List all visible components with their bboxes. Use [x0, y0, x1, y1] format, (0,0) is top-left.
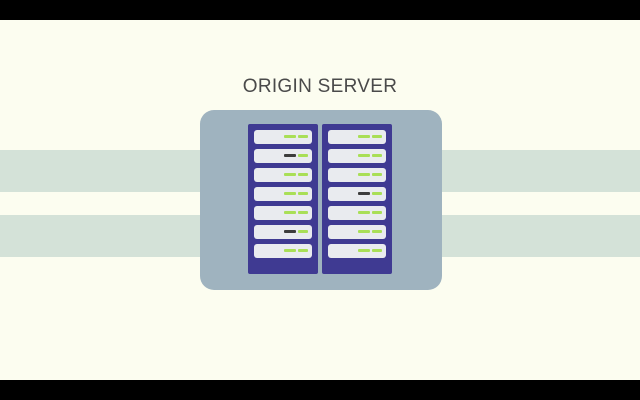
status-led-icon — [298, 173, 308, 176]
status-led-icon — [284, 173, 296, 176]
status-led-icon — [298, 135, 308, 138]
server-unit — [328, 149, 386, 163]
server-unit — [254, 187, 312, 201]
status-led-icon — [372, 211, 382, 214]
server-unit — [328, 187, 386, 201]
status-led-icon — [284, 192, 296, 195]
letterbox-top — [0, 0, 640, 20]
status-led-icon — [298, 154, 308, 157]
status-led-icon — [298, 249, 308, 252]
server-rack-right — [322, 124, 392, 274]
server-rack-left — [248, 124, 318, 274]
server-unit — [254, 130, 312, 144]
status-led-icon — [372, 192, 382, 195]
status-led-icon — [298, 211, 308, 214]
status-led-icon — [298, 192, 308, 195]
status-led-icon — [358, 230, 370, 233]
status-led-icon — [284, 249, 296, 252]
status-led-icon — [372, 230, 382, 233]
status-led-icon — [358, 211, 370, 214]
status-led-icon — [372, 135, 382, 138]
server-unit — [328, 244, 386, 258]
server-unit — [254, 225, 312, 239]
status-led-icon — [372, 173, 382, 176]
status-led-icon — [284, 230, 296, 233]
status-led-icon — [358, 192, 370, 195]
status-led-icon — [358, 154, 370, 157]
status-led-icon — [284, 135, 296, 138]
status-led-icon — [284, 211, 296, 214]
status-led-icon — [358, 249, 370, 252]
letterbox-bottom — [0, 380, 640, 400]
status-led-icon — [372, 249, 382, 252]
status-led-icon — [372, 154, 382, 157]
status-led-icon — [284, 154, 296, 157]
diagram-canvas: ORIGIN SERVER — [0, 20, 640, 380]
server-unit — [328, 206, 386, 220]
server-unit — [254, 168, 312, 182]
status-led-icon — [358, 135, 370, 138]
server-unit — [254, 206, 312, 220]
status-led-icon — [358, 173, 370, 176]
server-unit — [328, 225, 386, 239]
origin-server — [200, 110, 442, 290]
server-unit — [254, 244, 312, 258]
server-unit — [328, 130, 386, 144]
server-unit — [254, 149, 312, 163]
origin-server-title: ORIGIN SERVER — [242, 76, 398, 97]
status-led-icon — [298, 230, 308, 233]
server-unit — [328, 168, 386, 182]
